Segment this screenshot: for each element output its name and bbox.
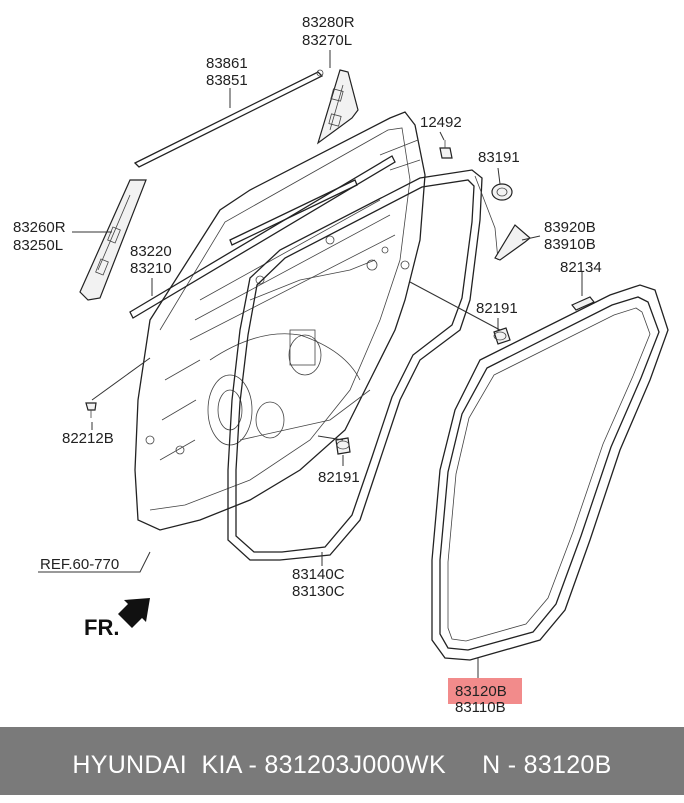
label-82191-upper: 82191 [476,300,518,317]
label-83130C: 83130C [292,583,345,600]
label-83920B: 83920B [544,219,596,236]
door-side-weatherstrip [227,169,499,561]
label-83280R: 83280R [302,14,355,31]
highlight-box [448,678,522,704]
label-83140C: 83140C [292,566,345,583]
pillar-trim-front [79,179,147,301]
label-12492: 12492 [420,114,462,131]
part-labels: 83280R 83270L 83861 83851 12492 83191 83… [13,14,602,716]
clip-12492 [439,140,453,159]
label-ref: REF.60-770 [40,556,119,573]
rear-corner-trim [316,69,359,145]
label-82134: 82134 [560,259,602,276]
label-83191: 83191 [478,149,520,166]
label-83220: 83220 [130,243,172,260]
label-82191-lower: 82191 [318,469,360,486]
footer-bar: HYUNDAI KIA - 831203J000WK N - 83120B [0,727,684,795]
pad-82134 [571,296,595,311]
body-side-weatherstrip [431,284,669,661]
label-83861: 83861 [206,55,248,72]
label-83110B: 83110B [455,699,506,716]
screw-82212B [85,402,97,418]
front-arrow [118,598,150,628]
belt-molding-lower [129,155,396,319]
label-83851: 83851 [206,72,248,89]
inner-strip [229,179,358,246]
label-83120B: 83120B [455,683,507,700]
bumper-82191-upper [493,327,511,345]
label-83270L: 83270L [302,32,352,49]
bracket-83920B [494,224,531,261]
label-82212B: 82212B [62,430,114,447]
grommet-83191 [491,183,513,201]
label-83260R: 83260R [13,219,66,236]
leader-lines [38,50,583,680]
label-fr: FR. [84,615,119,640]
door-panel [134,111,426,531]
label-83910B: 83910B [544,236,596,253]
label-83250L: 83250L [13,237,63,254]
label-83210: 83210 [130,260,172,277]
bumper-82191-lower [335,437,351,455]
footer-part-number: HYUNDAI KIA - 831203J000WK N - 83120B [72,751,612,779]
belt-molding-upper [133,69,324,168]
parts-diagram: 83280R 83270L 83861 83851 12492 83191 83… [13,14,669,716]
